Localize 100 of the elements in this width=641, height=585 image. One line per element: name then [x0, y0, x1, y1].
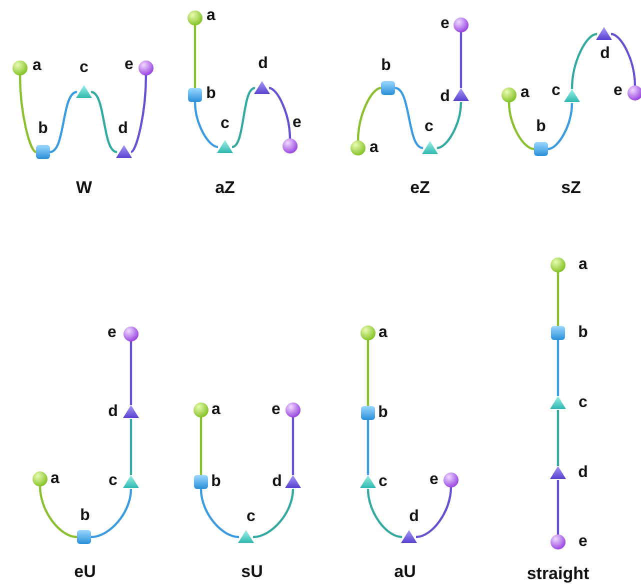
chain-segment — [232, 86, 256, 148]
point-label: c — [220, 116, 230, 132]
shape-caption: eZ — [410, 179, 430, 197]
shape-caption: aU — [394, 563, 416, 581]
point-label: d — [409, 509, 419, 525]
square-marker — [380, 80, 396, 96]
point-label: c — [246, 509, 256, 525]
point-label: d — [108, 404, 118, 420]
sphere-marker — [285, 402, 301, 418]
sphere-marker — [453, 17, 469, 33]
shape-caption: straight — [526, 565, 590, 583]
shape-caption: sZ — [561, 179, 581, 197]
sphere-marker — [32, 471, 48, 487]
triangle-marker — [238, 529, 254, 545]
chain-segment — [570, 32, 598, 90]
point-label: b — [378, 405, 388, 421]
chain-segment — [610, 32, 636, 86]
chain-segment — [366, 420, 370, 475]
triangle-marker — [401, 529, 417, 545]
triangle-marker — [564, 88, 580, 104]
chain-segment — [130, 341, 132, 405]
shape-caption: sU — [241, 563, 263, 581]
triangle-marker — [76, 84, 92, 100]
point-label: c — [108, 473, 118, 489]
point-label: d — [118, 121, 128, 137]
square-marker — [550, 325, 566, 341]
sphere-marker — [138, 60, 154, 76]
chain-segment — [556, 480, 560, 535]
chain-segment — [18, 74, 36, 153]
sphere-marker — [193, 402, 209, 418]
chain-segment — [268, 86, 292, 140]
point-label: b — [80, 508, 90, 524]
triangle-marker — [550, 395, 566, 411]
point-label: a — [378, 325, 388, 341]
point-label: e — [292, 115, 302, 131]
chain-segment — [556, 410, 560, 466]
point-label: d — [600, 46, 610, 62]
square-marker — [533, 141, 549, 157]
chain-segment — [508, 102, 534, 150]
point-label: c — [80, 60, 88, 76]
point-label: d — [272, 474, 282, 490]
sphere-marker — [12, 60, 28, 76]
point-label: a — [206, 8, 216, 24]
shape-caption: aZ — [215, 179, 235, 197]
point-label: e — [430, 472, 438, 488]
triangle-marker — [453, 87, 469, 103]
chain-segment — [436, 102, 462, 150]
chain-segment — [50, 90, 78, 154]
point-label: b — [211, 474, 221, 490]
chain-segment — [200, 488, 240, 538]
point-label: b — [206, 86, 216, 102]
sphere-marker — [443, 472, 459, 488]
point-label: b — [38, 121, 48, 137]
point-label: b — [381, 58, 391, 74]
triangle-marker — [422, 140, 438, 156]
triangle-marker — [285, 474, 301, 490]
point-label: a — [32, 58, 42, 74]
point-label: d — [578, 465, 588, 481]
point-label: a — [370, 140, 378, 156]
chain-segment — [200, 417, 202, 475]
point-label: c — [552, 83, 560, 99]
point-label: a — [520, 85, 530, 101]
square-marker — [360, 405, 376, 421]
square-marker — [35, 144, 51, 160]
square-marker — [193, 474, 209, 490]
chain-segment — [292, 417, 294, 475]
sphere-marker — [187, 10, 203, 26]
sphere-marker — [501, 87, 517, 103]
triangle-marker — [123, 404, 139, 420]
triangle-marker — [217, 139, 233, 155]
triangle-marker — [360, 474, 376, 490]
sphere-marker — [350, 140, 366, 156]
chain-segment — [394, 86, 424, 150]
point-label: e — [614, 83, 622, 99]
point-label: a — [578, 257, 588, 273]
chain-segment — [416, 486, 452, 538]
point-label: e — [272, 402, 280, 418]
point-label: b — [536, 119, 546, 135]
chain-segment — [194, 25, 196, 88]
point-label: d — [258, 56, 268, 72]
point-label: e — [578, 534, 588, 550]
point-label: e — [440, 16, 450, 32]
chain-segment — [366, 488, 402, 538]
point-label: c — [378, 474, 388, 490]
point-label: a — [212, 402, 220, 418]
chain-segment — [38, 486, 78, 538]
triangle-marker — [254, 80, 270, 96]
square-marker — [187, 87, 203, 103]
shape-caption: eU — [74, 563, 96, 581]
chain-segment — [366, 340, 370, 406]
chain-segment — [556, 340, 560, 396]
triangle-marker — [596, 26, 612, 42]
square-marker — [76, 529, 92, 545]
chain-segment — [548, 102, 574, 150]
chain-segment — [90, 488, 132, 538]
point-label: d — [440, 89, 450, 105]
point-label: e — [108, 325, 116, 341]
point-label: c — [578, 395, 588, 411]
chain-segment — [130, 419, 132, 475]
chain-segment — [194, 102, 218, 148]
